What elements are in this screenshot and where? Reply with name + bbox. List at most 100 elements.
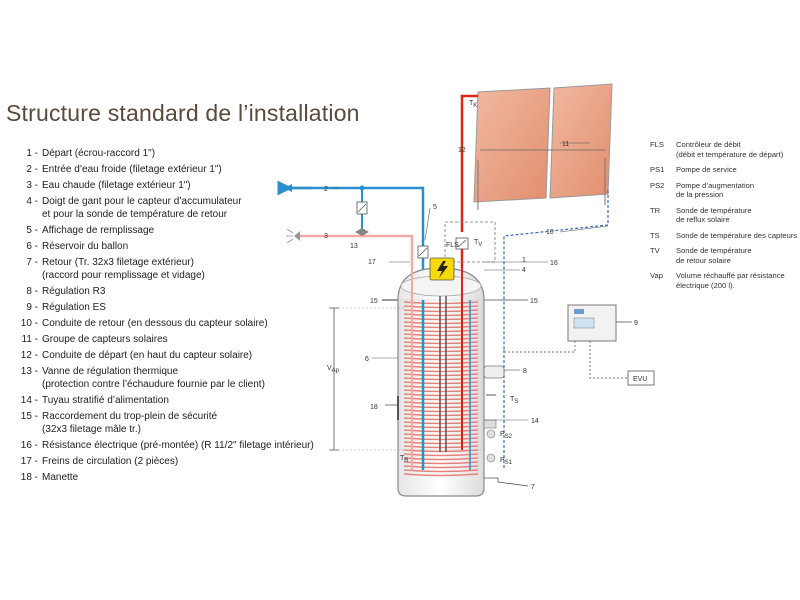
solar-collector-group bbox=[473, 83, 613, 210]
legend-item: 12 - Conduite de départ (en haut du capte… bbox=[6, 349, 326, 362]
legend-text: Tuyau stratifié d’alimentation bbox=[42, 395, 169, 406]
ps1-label: PS1 bbox=[500, 457, 513, 466]
coil-turn bbox=[403, 449, 479, 453]
coil-turn bbox=[403, 389, 479, 393]
legend-item: 6 -Réservoir du ballon bbox=[6, 240, 326, 253]
diagram-label-15-left: 15 bbox=[370, 298, 378, 305]
diagram-label-9: 9 bbox=[634, 320, 638, 327]
coil-turn bbox=[403, 413, 479, 417]
coil-turn bbox=[403, 461, 479, 465]
coil-turn bbox=[403, 457, 479, 461]
diagram-label-10: 10 bbox=[546, 229, 554, 236]
heat-exchanger-coil bbox=[403, 301, 479, 477]
coil-turn bbox=[403, 313, 479, 317]
coil-turn bbox=[403, 425, 479, 429]
page-title: Structure standard de l’installation bbox=[6, 100, 360, 126]
diagram-label-18: 18 bbox=[370, 404, 378, 411]
coil-turn bbox=[403, 373, 479, 377]
abbreviation-code: FLS bbox=[650, 140, 664, 149]
coil-turn bbox=[403, 453, 479, 457]
legend-item: 9 - Régulation ES bbox=[6, 301, 326, 314]
controller-es bbox=[567, 304, 632, 342]
ps2-label: PS2 bbox=[500, 431, 513, 440]
legend-text: Eau chaude (filetage extérieur 1") bbox=[42, 180, 191, 191]
coil-turn bbox=[403, 421, 479, 425]
legend-item: 18 - Manette bbox=[6, 471, 326, 484]
coil-turn bbox=[403, 337, 479, 341]
coil-turn bbox=[403, 317, 479, 321]
legend-text: Raccordement du trop-plein de sécurité (… bbox=[42, 411, 218, 435]
legend-number: 15 - bbox=[20, 411, 38, 422]
legend-text: Régulation ES bbox=[42, 302, 106, 313]
ts-label: TS bbox=[510, 396, 518, 405]
abbreviation-code: PS1 bbox=[650, 165, 665, 174]
coil-turn bbox=[403, 469, 479, 473]
coil-turn bbox=[403, 445, 479, 449]
coil-turn bbox=[403, 437, 479, 441]
diagram-label-5: 5 bbox=[433, 204, 437, 211]
legend-item: 11 -Groupe de capteurs solaires bbox=[6, 333, 326, 346]
legend-number: 2 - bbox=[26, 164, 38, 175]
abbreviation-description: Sonde de température de reflux solaire bbox=[676, 205, 752, 225]
coil-turn bbox=[403, 385, 479, 389]
coil-turn bbox=[403, 441, 479, 445]
legend-item: 8 -Régulation R3 bbox=[6, 285, 326, 298]
coil-turn bbox=[403, 309, 479, 313]
coil-turn bbox=[403, 353, 479, 357]
vap-label: VAp bbox=[327, 365, 340, 374]
abbreviation-code: TS bbox=[650, 230, 660, 240]
diagram-label-7: 7 bbox=[531, 484, 535, 491]
coil-turn bbox=[403, 329, 479, 333]
electric-hazard-icon bbox=[429, 257, 455, 281]
abbreviation-description: Sonde de température des capteurs bbox=[676, 230, 798, 240]
coil-turn bbox=[403, 361, 479, 365]
coil-turn bbox=[403, 381, 479, 385]
diagram-label-1: 1 bbox=[522, 257, 526, 264]
abbreviation-description: Contrôleur de débit (débit et températur… bbox=[676, 140, 784, 159]
coil-turn bbox=[403, 409, 479, 413]
legend-number: 12 - bbox=[20, 350, 38, 361]
coil-turn bbox=[403, 357, 479, 361]
diagram-label-3: 3 bbox=[324, 233, 328, 240]
coil-turn bbox=[403, 473, 479, 477]
legend-number: 5 - bbox=[26, 225, 38, 236]
legend-item: 7 - Retour (Tr. 32x3 filetage extérieur) … bbox=[6, 256, 326, 282]
coil-turn bbox=[403, 345, 479, 349]
abbreviation-code: PS2 bbox=[650, 180, 665, 190]
legend-number: 4 - bbox=[26, 196, 38, 207]
legend-text: Manette bbox=[42, 472, 79, 483]
legend-text: Réservoir du ballon bbox=[42, 241, 129, 252]
thermostatic-valve bbox=[355, 201, 369, 236]
legend-text: Résistance électrique (pré-montée) (R 11… bbox=[42, 440, 314, 451]
legend-number: 9 - bbox=[26, 302, 38, 313]
legend-item: 5 -Affichage de remplissage bbox=[6, 224, 326, 237]
legend-text: Vanne de régulation thermique (protectio… bbox=[42, 366, 265, 390]
legend-number: 13 - bbox=[20, 366, 38, 377]
tv-label: TV bbox=[474, 239, 482, 248]
legend-number: 3 - bbox=[26, 180, 38, 191]
legend-number: 1 - bbox=[26, 148, 38, 159]
diagram-label-17: 17 bbox=[368, 259, 376, 266]
diagram-label-14: 14 bbox=[531, 418, 539, 425]
tk-label: TK bbox=[469, 100, 477, 109]
coil-turn bbox=[403, 301, 479, 305]
legend-text: Retour (Tr. 32x3 filetage extérieur) (ra… bbox=[42, 257, 205, 281]
legend-item: 2 -Entrée d’eau froide (filetage extérie… bbox=[6, 163, 326, 176]
legend-number: 18 - bbox=[20, 472, 38, 483]
legend-text: Doigt de gant pour le capteur d’accumula… bbox=[42, 196, 242, 220]
legend-item: 15 - Raccordement du trop-plein de sécuri… bbox=[6, 410, 326, 436]
legend-text: Conduite de départ (en haut du capteur s… bbox=[42, 350, 253, 361]
legend-number: 16 - bbox=[20, 440, 38, 451]
legend-item: 3 - Eau chaude (filetage extérieur 1") bbox=[6, 179, 326, 192]
coil-turn bbox=[403, 377, 479, 381]
diagram-label-4: 4 bbox=[522, 267, 526, 274]
coil-turn bbox=[403, 321, 479, 325]
diagram-label-11: 11 bbox=[562, 141, 569, 148]
legend-number: 7 - bbox=[26, 257, 38, 268]
shower-head-icon bbox=[286, 228, 300, 244]
pump-group bbox=[483, 365, 505, 463]
coil-turn bbox=[403, 429, 479, 433]
